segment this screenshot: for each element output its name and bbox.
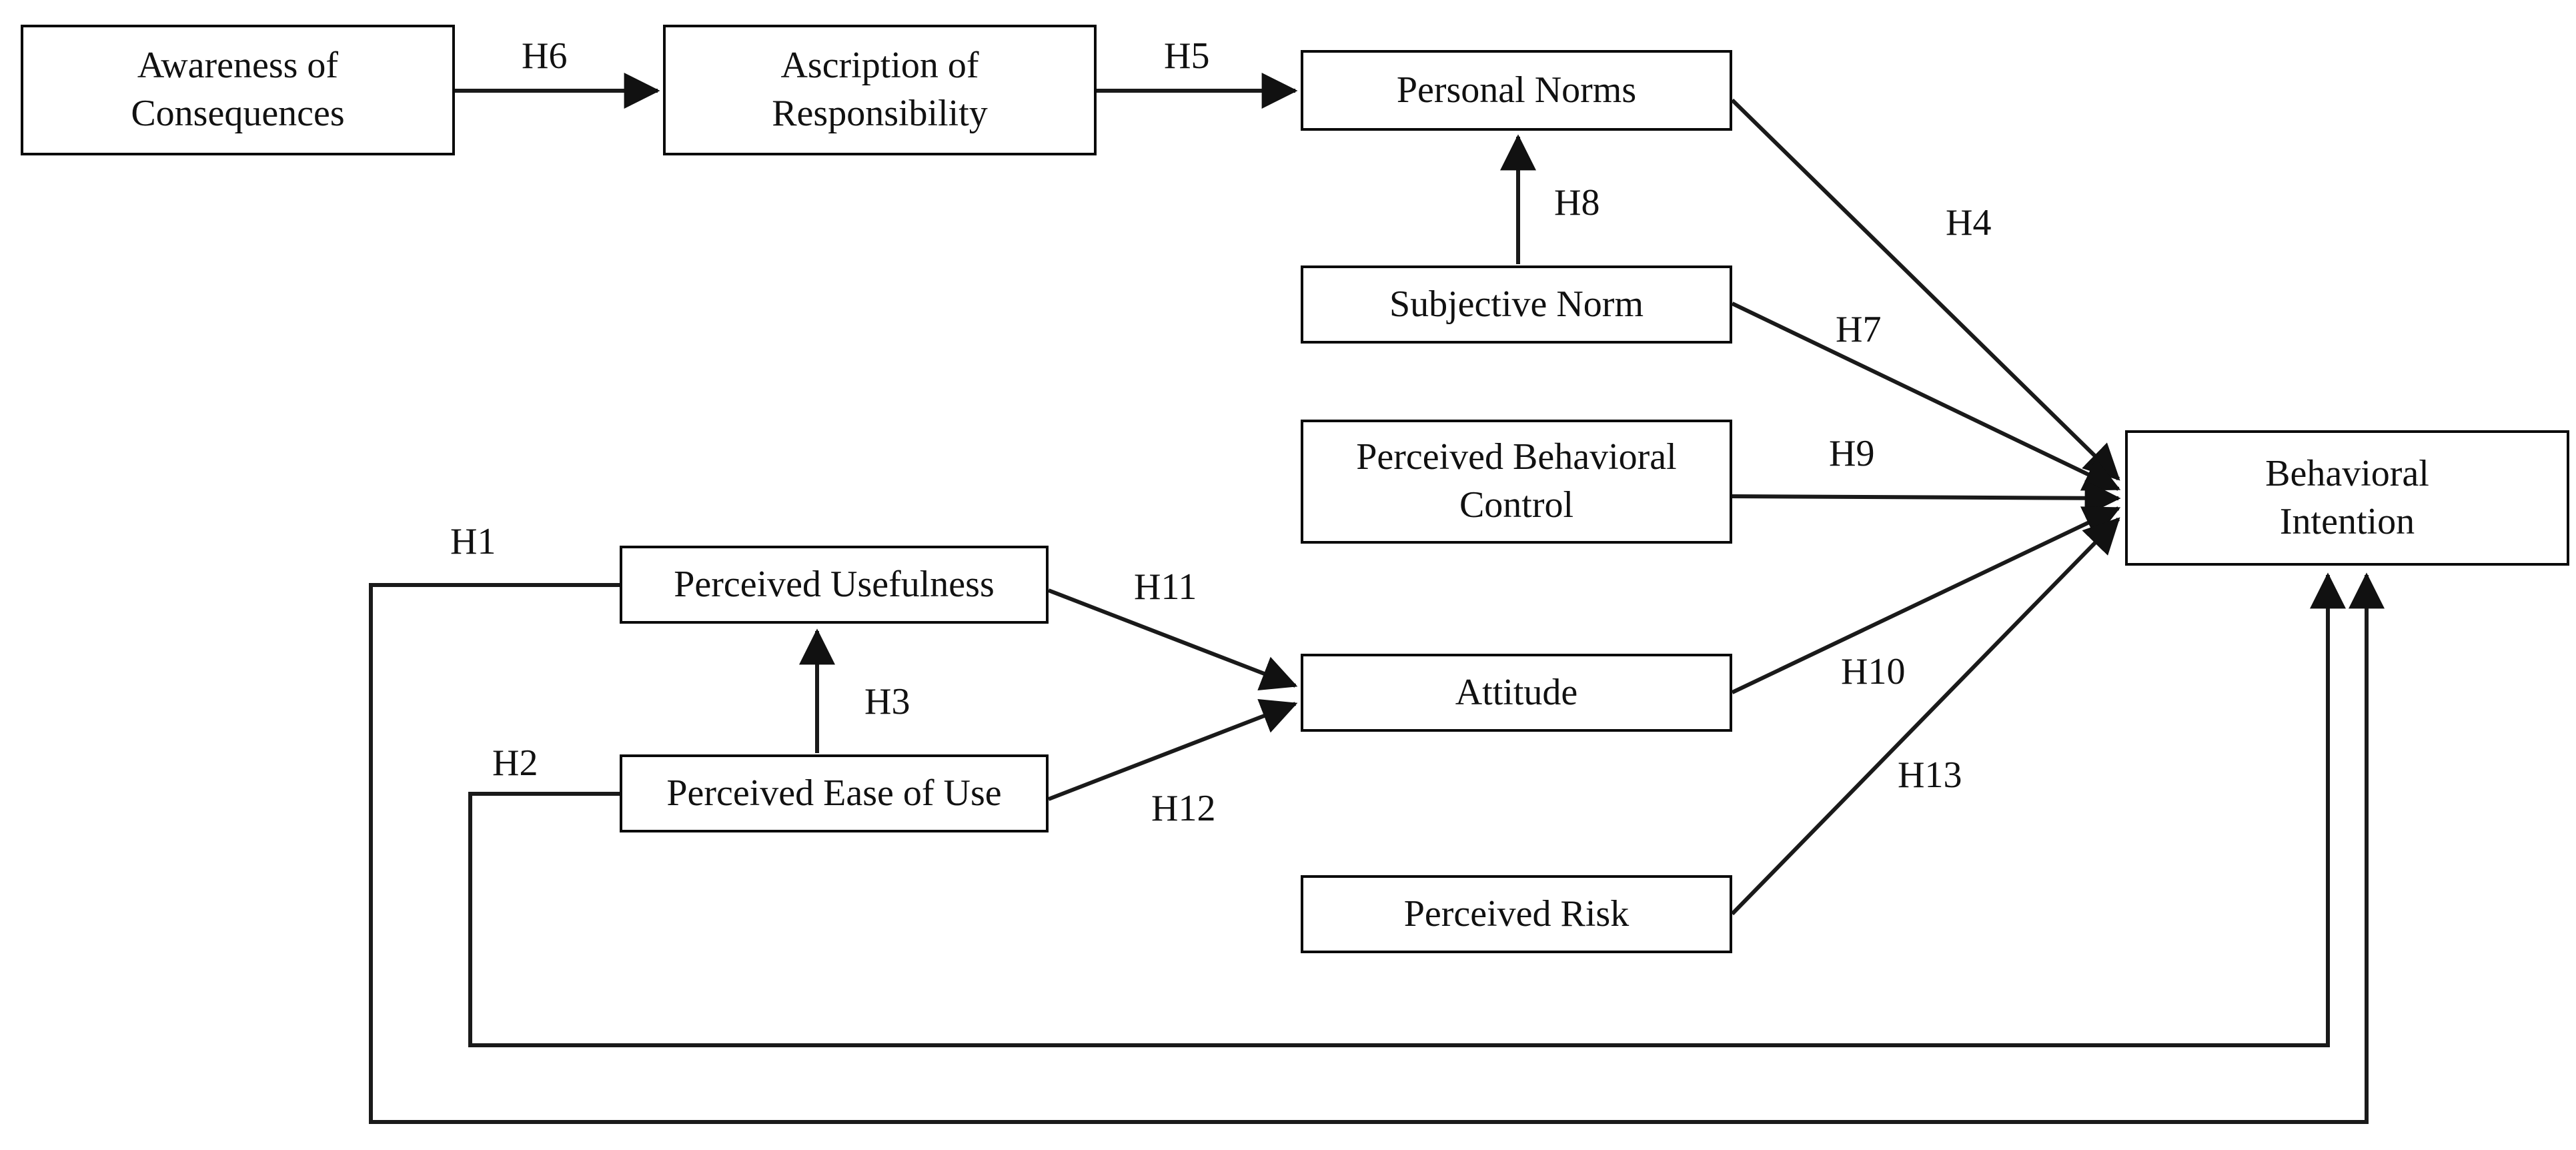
connector-h13 [1730, 517, 2120, 916]
node-perceived-risk[interactable]: Perceived Risk [1301, 875, 1732, 953]
connector-h2 [468, 572, 2346, 1047]
hypothesis-label-h13: H13 [1898, 754, 1962, 796]
node-perceived-usefulness[interactable]: Perceived Usefulness [620, 546, 1049, 624]
node-attitude[interactable]: Attitude [1301, 654, 1732, 732]
node-label: Perceived Usefulness [674, 563, 995, 605]
hypothesis-label-h6: H6 [522, 35, 568, 77]
node-personal-norms[interactable]: Personal Norms [1301, 50, 1732, 131]
connector-h11 [1047, 588, 1298, 691]
connector-h12 [1047, 698, 1298, 801]
hypothesis-label-h2: H2 [492, 742, 538, 784]
hypothesis-label-h9: H9 [1829, 433, 1875, 474]
hypothesis-label-h4: H4 [1946, 202, 1992, 243]
hypothesis-label-h5: H5 [1164, 35, 1210, 77]
connector-h1 [369, 572, 2385, 1124]
connector-h10 [1731, 506, 2121, 694]
hypothesis-label-h8: H8 [1554, 182, 1600, 223]
node-label: Attitude [1455, 671, 1578, 713]
connector-h4 [1730, 98, 2120, 481]
node-subjective-norm[interactable]: Subjective Norm [1301, 265, 1732, 344]
hypothesis-label-h10: H10 [1841, 651, 1906, 692]
hypothesis-label-h3: H3 [864, 681, 910, 722]
hypothesis-label-h11: H11 [1134, 566, 1197, 608]
node-label: Perceived Risk [1403, 893, 1630, 935]
node-label: Perceived Ease of Use [666, 772, 1002, 814]
hypothesis-label-h7: H7 [1836, 309, 1882, 350]
hypothesis-label-h1: H1 [450, 521, 496, 562]
node-perceived-ease-of-use[interactable]: Perceived Ease of Use [620, 754, 1049, 832]
node-label: Personal Norms [1396, 69, 1637, 111]
hypothesis-label-h12: H12 [1151, 788, 1216, 829]
node-label: Subjective Norm [1389, 283, 1644, 325]
connector-h9 [1732, 480, 2121, 516]
connector-h7 [1731, 302, 2121, 491]
